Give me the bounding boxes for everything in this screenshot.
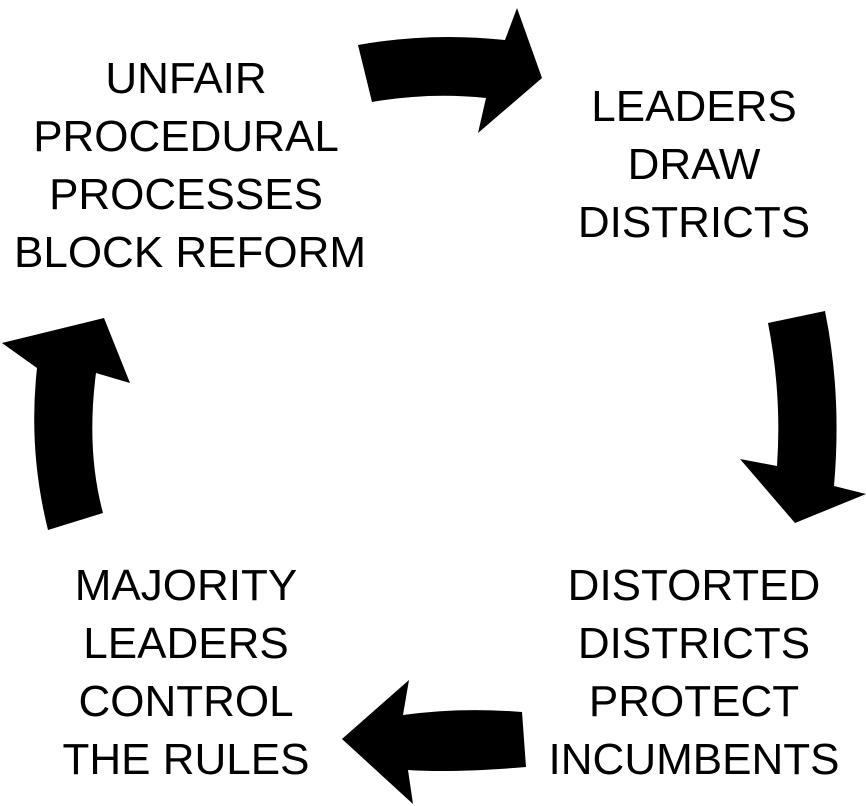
label-line: DISTRICTS (577, 198, 811, 247)
label-leaders-draw-districts: LEADERS DRAW DISTRICTS (576, 78, 812, 252)
arrow-left (2, 318, 130, 530)
label-line: LEADERS (83, 619, 289, 668)
label-line: PROTECT (588, 677, 800, 726)
label-unfair-procedural-processes: UNFAIR PROCEDURAL PROCESSES BLOCK REFORM (14, 50, 367, 282)
arrow-bottom (342, 680, 526, 804)
label-line: CONTROL (78, 677, 294, 726)
label-line: DISTRICTS (577, 619, 811, 668)
label-line: MAJORITY (74, 561, 298, 610)
label-line: BLOCK REFORM (14, 228, 367, 277)
label-line: DISTORTED (567, 561, 821, 610)
label-line: LEADERS (591, 82, 797, 131)
label-line: UNFAIR (105, 54, 267, 103)
label-line: PROCEDURAL (33, 112, 339, 161)
label-line: THE RULES (62, 735, 310, 784)
label-distorted-districts-protect: DISTORTED DISTRICTS PROTECT INCUMBENTS (544, 557, 844, 789)
arrow-top (358, 8, 542, 133)
label-line: INCUMBENTS (548, 735, 840, 784)
label-majority-leaders-control: MAJORITY LEADERS CONTROL THE RULES (56, 557, 316, 789)
label-line: PROCESSES (49, 170, 323, 219)
label-line: DRAW (627, 140, 761, 189)
arrow-right (740, 311, 866, 523)
